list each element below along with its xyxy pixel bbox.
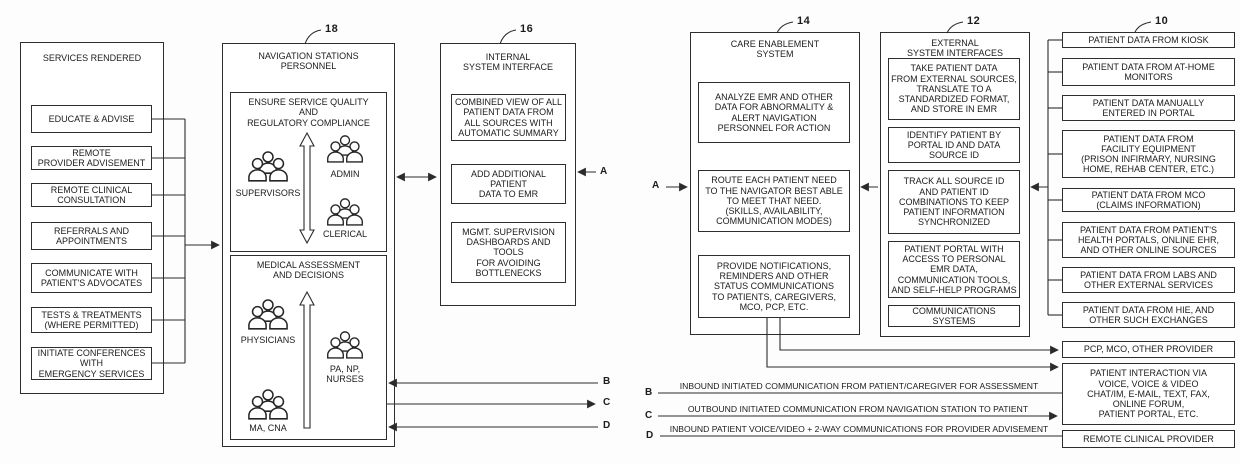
people-icon [248,389,288,420]
label-c-right: C [645,410,653,421]
data-source: PATIENT DATA FROM LABS AND OTHER EXTERNA… [1062,267,1235,293]
external-item: COMMUNICATIONS SYSTEMS [888,305,1020,327]
care-system-title: CARE ENABLEMENT SYSTEM [730,39,820,60]
data-source: PATIENT DATA FROM AT-HOME MONITORS [1062,58,1235,86]
ref-16: 16 [520,23,534,35]
external-item: TRACK ALL SOURCE ID AND PATIENT ID COMBI… [888,170,1020,234]
services-rendered-title: SERVICES RENDERED [42,53,142,63]
endpoint-pcp-mco: PCP, MCO, OTHER PROVIDER [1062,341,1235,358]
care-item: ANALYZE EMR AND OTHER DATA FOR ABNORMALI… [698,82,850,143]
internal-item: MGMT. SUPERVISION DASHBOARDS AND TOOLS F… [451,222,566,283]
people-icon [327,135,363,163]
service-item: INITIATE CONFERENCES WITH EMERGENCY SERV… [31,347,152,380]
channel-c-text: OUTBOUND INITIATED COMMUNICATION FROM NA… [687,404,1029,414]
label-a-care: A [652,180,660,191]
data-source: PATIENT DATA MANUALLY ENTERED IN PORTAL [1062,95,1235,121]
data-source: PATIENT DATA FROM MCO (CLAIMS INFORMATIO… [1062,188,1235,212]
people-icon [248,299,288,330]
internal-interface-title: INTERNAL SYSTEM INTERFACE [462,52,553,73]
people-icon [327,331,363,359]
label-b-left: B [603,376,611,387]
service-item: REMOTE CLINICAL CONSULTATION [31,183,152,207]
role-physicians: PHYSICIANS [240,335,296,345]
quality-title: ENSURE SERVICE QUALITY AND REGULATORY CO… [247,97,370,128]
external-item: PATIENT PORTAL WITH ACCESS TO PERSONAL E… [888,241,1020,298]
people-icon [248,151,288,182]
channel-d-text: INBOUND PATIENT VOICE/VIDEO + 2-WAY COMM… [669,424,1049,434]
service-item: EDUCATE & ADVISE [31,105,152,133]
role-ma-cna: MA, CNA [249,423,287,433]
label-b-right: B [645,387,653,398]
role-clerical: CLERICAL [322,229,367,239]
service-item: REFERRALS AND APPOINTMENTS [31,222,152,250]
endpoint-remote-provider: REMOTE CLINICAL PROVIDER [1062,430,1235,448]
external-interfaces-title: EXTERNAL SYSTEM INTERFACES [906,38,1004,59]
data-source: PATIENT DATA FROM HIE, AND OTHER SUCH EX… [1062,302,1235,328]
role-admin: ADMIN [330,169,360,179]
ref-10: 10 [1155,15,1169,27]
data-source: PATIENT DATA FROM FACILITY EQUIPMENT (PR… [1062,130,1235,178]
care-item: PROVIDE NOTIFICATIONS, REMINDERS AND OTH… [698,255,850,318]
label-d-left: D [603,420,611,431]
medical-title: MEDICAL ASSESSMENT AND DECISIONS [256,260,361,281]
label-a-internal: A [600,166,608,177]
label-c-left: C [603,397,611,408]
external-item: IDENTIFY PATIENT BY PORTAL ID AND DATA S… [888,127,1020,163]
navigation-stations-title: NAVIGATION STATIONS PERSONNEL [258,51,359,72]
channel-b-text: INBOUND INITIATED COMMUNICATION FROM PAT… [679,381,1039,391]
role-pa-np-nurses: PA, NP, NURSES [326,364,364,385]
care-item: ROUTE EACH PATIENT NEED TO THE NAVIGATOR… [698,170,850,232]
data-source: PATIENT DATA FROM KIOSK [1062,32,1235,48]
service-item: COMMUNICATE WITH PATIENT'S ADVOCATES [31,263,152,293]
role-supervisors: SUPERVISORS [235,188,301,198]
internal-item: COMBINED VIEW OF ALL PATIENT DATA FROM A… [451,94,566,141]
service-item: REMOTE PROVIDER ADVISEMENT [31,146,152,170]
services-rendered-panel: SERVICES RENDERED [20,42,164,394]
people-icon [327,198,363,226]
data-source: PATIENT DATA FROM PATIENT'S HEALTH PORTA… [1062,222,1235,258]
internal-item: ADD ADDITIONAL PATIENT DATA TO EMR [451,164,566,204]
ref-12: 12 [967,15,981,27]
label-d-right: D [646,430,654,441]
ref-14: 14 [797,15,811,27]
service-item: TESTS & TREATMENTS (WHERE PERMITTED) [31,307,152,333]
endpoint-patient-interaction: PATIENT INTERACTION VIA VOICE, VOICE & V… [1062,363,1235,425]
external-item: TAKE PATIENT DATA FROM EXTERNAL SOURCES,… [888,58,1020,120]
ref-18: 18 [325,23,339,35]
